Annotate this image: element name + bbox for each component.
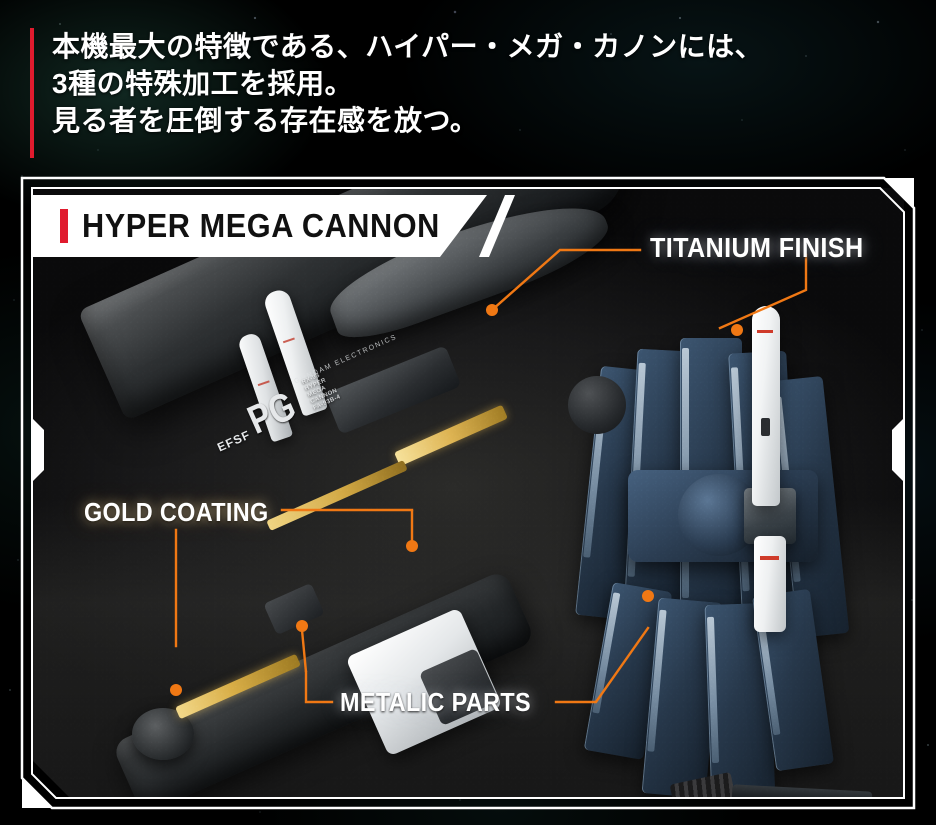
panel-title: HYPER MEGA CANNON: [82, 207, 440, 244]
frame-inner-line: [31, 187, 905, 799]
title-plate: HYPER MEGA CANNON: [32, 195, 487, 257]
frame-outer-line: [20, 176, 916, 810]
frame-notch-left: [32, 418, 44, 482]
panel-frame: [20, 176, 916, 810]
title-accent-bar: [60, 209, 68, 243]
titanium-rod-lower: [754, 536, 786, 632]
frame-corner-triangle-top-right: [884, 178, 914, 208]
rod-warning-marking: [757, 330, 773, 333]
rod-vent-slot: [761, 418, 770, 436]
headline-lines: 本機最大の特徴である、ハイパー・メガ・カノンには、 3種の特殊加工を採用。 見る…: [34, 28, 763, 158]
rod-lower-marking: [760, 556, 779, 560]
headline-line-3: 見る者を圧倒する存在感を放つ。: [52, 105, 479, 136]
headline-line-1: 本機最大の特徴である、ハイパー・メガ・カノンには、: [52, 31, 764, 62]
headline-accent-bar: [30, 28, 34, 158]
panel-title-tab: HYPER MEGA CANNON: [32, 195, 515, 257]
titanium-rod-upper: [752, 306, 780, 506]
frame-corner-triangle-bottom-left: [22, 778, 52, 808]
headline-line-2: 3種の特殊加工を採用。: [52, 68, 354, 99]
cannon-pivot-knob: [568, 376, 626, 434]
product-photo-panel: EFSF PG RX-93 HYPER MEGA CANNON FA-93B-4…: [32, 188, 904, 798]
frame-notch-right: [892, 418, 904, 482]
headline-block: 本機最大の特徴である、ハイパー・メガ・カノンには、 3種の特殊加工を採用。 見る…: [30, 28, 910, 158]
